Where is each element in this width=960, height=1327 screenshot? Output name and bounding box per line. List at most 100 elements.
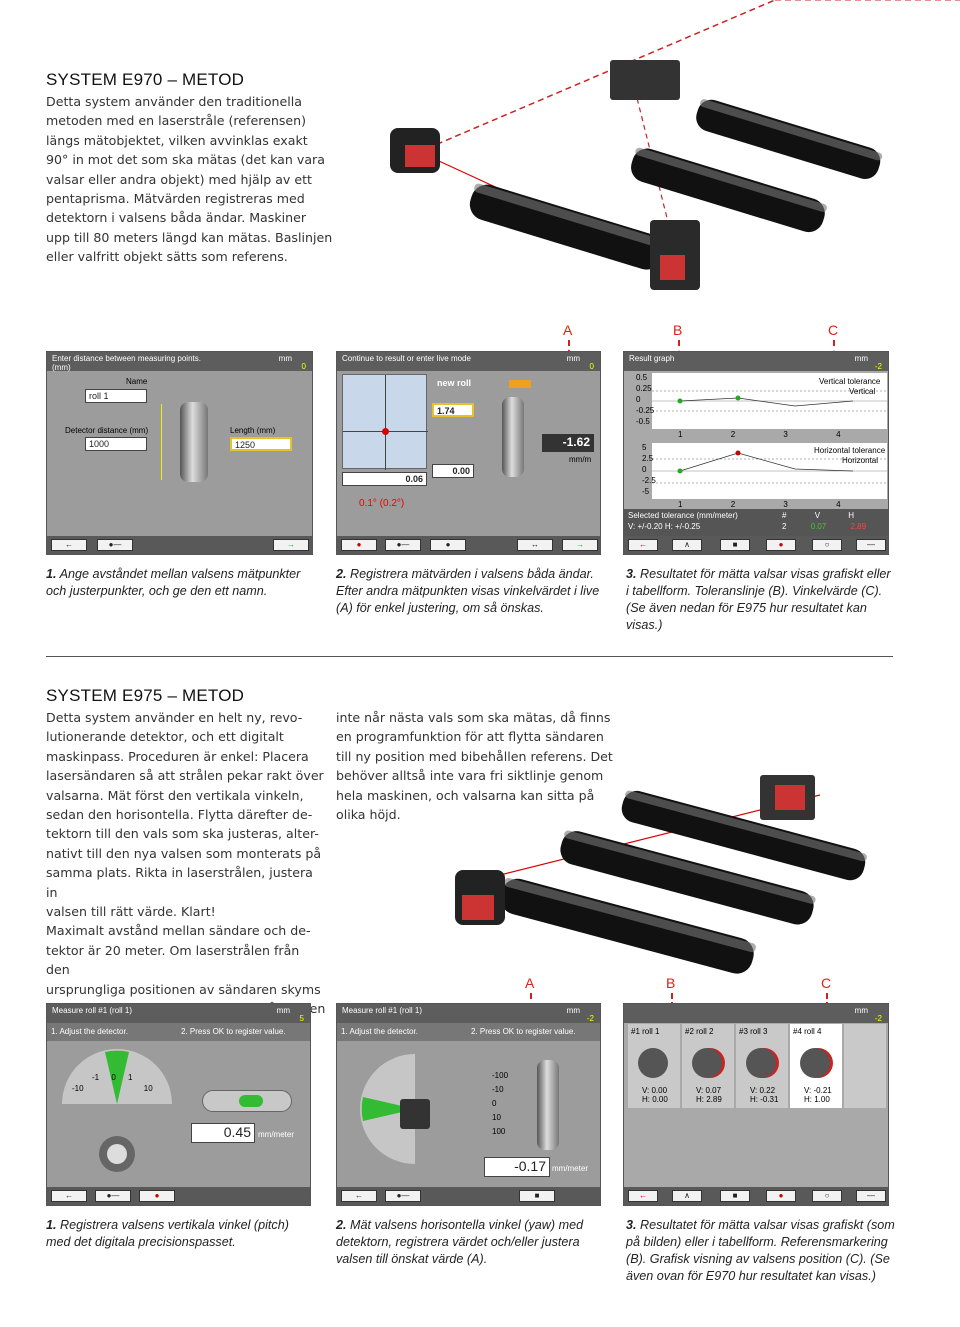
screen-toolbar: ← ●— ● [47, 1187, 310, 1205]
vertical-legend: Vertical [849, 387, 876, 396]
target-button[interactable]: ○ [812, 1190, 842, 1202]
step-adjust: 1. Adjust the detector. [337, 1023, 467, 1041]
record-button[interactable]: ■ [519, 1190, 555, 1202]
label-c: C [828, 322, 839, 338]
section1-heading: SYSTEM E970 – METOD [46, 70, 245, 89]
name-input[interactable]: roll 1 [85, 389, 147, 403]
yaw-gauge [360, 1054, 430, 1164]
pitch-value: 0.45 [191, 1123, 255, 1143]
settings-button[interactable]: ●— [385, 539, 421, 551]
label-c: C [821, 975, 832, 991]
pitch-unit: mm/meter [258, 1130, 294, 1139]
screen-rolls-overview: mm -2 #1 roll 1 V: 0.00 H: 0.00 #2 roll … [623, 1003, 889, 1206]
caption-2: 2. Mät valsens horisontella vinkel (yaw)… [336, 1218, 584, 1266]
next-button[interactable]: → [562, 539, 598, 551]
label-b: B [666, 975, 676, 991]
e970-illustration [390, 0, 960, 290]
screen-header: Measure roll #1 (roll 1) mm 5 [47, 1004, 310, 1023]
menu-button[interactable]: — [856, 1190, 886, 1202]
remove-button[interactable]: ● [766, 539, 796, 551]
section2-body-col2: inte når nästa vals som ska mätas, då fi… [336, 710, 613, 823]
stop-button[interactable]: ■ [720, 1190, 750, 1202]
caption-3: 3. Resultatet för mätta valsar visas gra… [626, 1218, 895, 1283]
caption-2: 2. Registrera mätvärden i valsens båda ä… [336, 567, 600, 615]
detector-distance-label: Detector distance (mm) [65, 426, 149, 435]
step-press-ok: 2. Press OK to register value. [177, 1023, 310, 1041]
up-button[interactable]: ∧ [672, 539, 702, 551]
settings-button[interactable]: ●— [97, 539, 133, 551]
screen-toolbar: ← ●— → [47, 536, 312, 554]
exit-button[interactable]: ← [628, 1190, 658, 1202]
roll-card-2[interactable]: #2 roll 2 V: 0.07 H: 2.89 [682, 1024, 734, 1108]
caption-1: 1. Ange avståndet mellan valsens mätpunk… [46, 567, 301, 598]
caption-1: 1. Registrera valsens vertikala vinkel (… [46, 1218, 289, 1249]
yaw-unit: mm/meter [552, 1164, 588, 1173]
target-button[interactable]: ○ [812, 539, 842, 551]
tolerance-panel: Selected tolerance (mm/meter) V: +/-0.20… [624, 509, 888, 537]
section2-body-col1: Detta system använder en helt ny, revo-l… [46, 710, 326, 1017]
length-input[interactable]: 1250 [230, 437, 292, 451]
section-divider [46, 656, 893, 657]
screen-measure-yaw: Measure roll #1 (roll 1) mm -2 1. Adjust… [336, 1003, 601, 1206]
screen-header: Measure roll #1 (roll 1) mm -2 [337, 1004, 600, 1023]
gauge-ticks-inner: -1 0 1 [92, 1073, 133, 1082]
mode-button[interactable]: ● [430, 539, 466, 551]
caption-3: 3. Resultatet för mätta valsar visas gra… [626, 567, 891, 632]
stop-button[interactable]: ■ [720, 539, 750, 551]
detector-distance-input[interactable]: 1000 [85, 437, 147, 451]
horizontal-legend: Horizontal [842, 456, 879, 465]
roll-card-empty[interactable] [844, 1024, 886, 1108]
vertical-tolerance-legend: Vertical tolerance [819, 377, 881, 386]
value-mid: 0.00 [432, 464, 474, 478]
adjust-button[interactable]: ↔ [517, 539, 553, 551]
pitch-gauge [62, 1049, 172, 1172]
roll-card-4[interactable]: #4 roll 4 V: -0.21 H: 1.00 [790, 1024, 842, 1108]
step-adjust: 1. Adjust the detector. [47, 1023, 177, 1041]
roll-card-1[interactable]: #1 roll 1 V: 0.00 H: 0.00 [628, 1024, 680, 1108]
name-label: Name [126, 377, 148, 386]
settings-button[interactable]: ●— [385, 1190, 421, 1202]
pentaprism [610, 60, 680, 100]
exit-button[interactable]: ← [628, 539, 658, 551]
length-label: Length (mm) [230, 426, 276, 435]
target-plot [342, 374, 428, 470]
back-button[interactable]: ← [51, 1190, 87, 1202]
screen-live-mode: Continue to result or enter live mode mm… [336, 351, 601, 555]
screen-toolbar: ← ∧ ■ ● ○ — [624, 1187, 888, 1205]
angle-readout: 0.1° (0.2°) [359, 498, 405, 509]
next-button[interactable]: → [273, 539, 309, 551]
roll-card-3[interactable]: #3 roll 3 V: 0.22 H: -0.31 [736, 1024, 788, 1108]
screen-header: Continue to result or enter live mode mm… [337, 352, 600, 371]
back-button[interactable]: ← [51, 539, 87, 551]
result-graph [652, 373, 887, 499]
screen-toolbar: ← ●— ■ [337, 1187, 600, 1205]
screen-header: Result graph mm -2 [624, 352, 888, 371]
record-button[interactable]: ● [139, 1190, 175, 1202]
settings-button[interactable]: ●— [95, 1190, 131, 1202]
label-a: A [563, 322, 573, 338]
record-button[interactable]: ● [341, 539, 377, 551]
back-button[interactable]: ← [341, 1190, 377, 1202]
section2-heading: SYSTEM E975 – METOD [46, 686, 245, 705]
yaw-value: -0.17 [484, 1157, 550, 1177]
remove-button[interactable]: ● [766, 1190, 796, 1202]
bottom-xticks: 1 2 3 4 [678, 500, 841, 509]
label-b: B [673, 322, 683, 338]
value-top: 1.74 [432, 403, 474, 417]
roll-icon [180, 402, 208, 482]
screen-header: Enter distance between measuring points.… [47, 352, 312, 372]
screen-toolbar: ● ●— ● ↔ → [337, 536, 600, 554]
laser-beam-dashed [399, 0, 776, 161]
menu-button[interactable]: — [856, 539, 886, 551]
live-value: -1.62 [542, 434, 594, 452]
e975-illustration [455, 775, 867, 974]
up-button[interactable]: ∧ [672, 1190, 702, 1202]
horizontal-tolerance-legend: Horizontal tolerance [814, 446, 886, 455]
screen-toolbar: ← ∧ ■ ● ○ — [624, 536, 888, 554]
level-bubble [202, 1090, 292, 1112]
step-press-ok: 2. Press OK to register value. [467, 1023, 600, 1041]
